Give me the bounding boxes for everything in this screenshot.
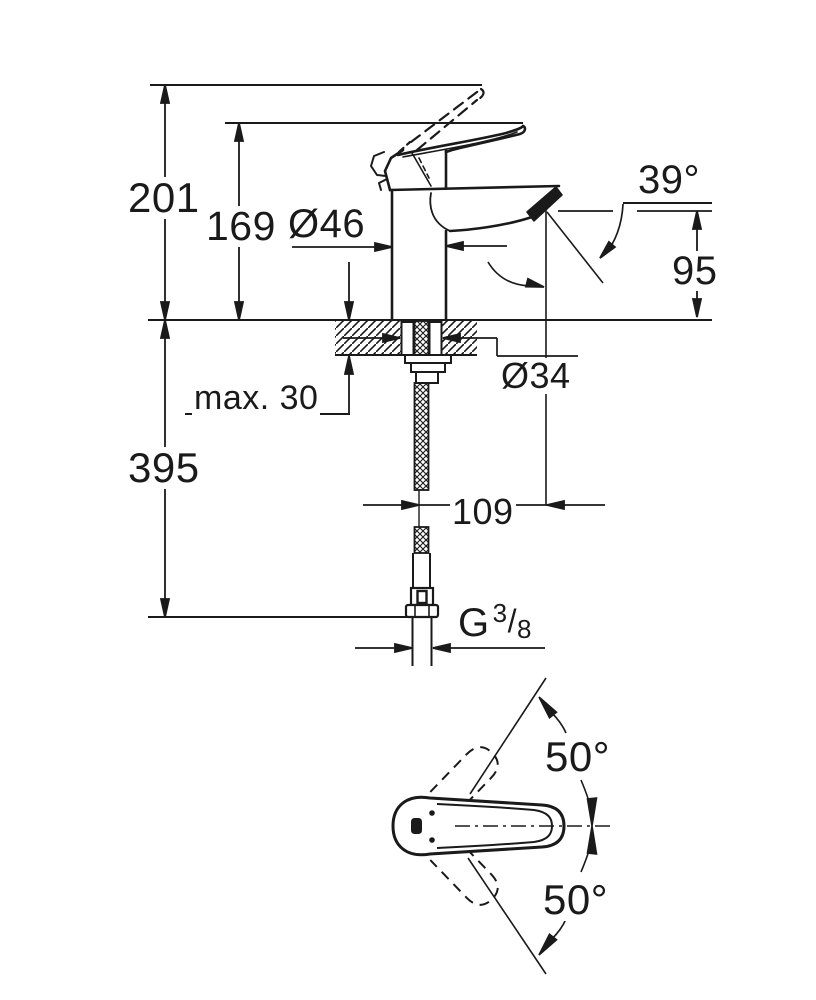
handle-raised-dashed [397,87,485,154]
aerator-face [526,186,563,222]
faucet-top-view [391,677,610,975]
supply-hose [404,382,440,666]
faucet-side-view [370,87,563,322]
handle-logo-mark [411,818,422,834]
dim-body-diameter: Ø46 [286,202,368,246]
thread-prefix: G [458,601,490,645]
reference-lines [148,84,712,618]
hose-fitting-detail [416,589,428,605]
dim-aerator-angle: 39° [636,158,702,202]
dim-spout-reach: 109 [450,491,516,532]
dim-hose-drop: 395 [126,444,202,491]
handle-dot-bottom [429,837,435,843]
dim-spout-height: 95 [670,249,720,293]
thread-denominator: 8 [516,614,532,644]
dim-handle-swing-lower: 50° [541,876,611,923]
dim-deck-thickness: max. 30 [192,379,321,417]
dim-hole-diameter: Ø34 [499,355,573,396]
dim-body-height: 169 [204,203,278,249]
deck-section [335,320,477,384]
handle-dot-top [429,810,435,816]
dim-overall-height: 201 [126,174,202,221]
handle-swing-dashed [429,746,499,906]
thread-slash: / [507,603,517,639]
dim-handle-swing-upper: 50° [543,733,613,780]
thread-numerator: 3 [492,598,508,628]
hose-nut [404,603,440,619]
